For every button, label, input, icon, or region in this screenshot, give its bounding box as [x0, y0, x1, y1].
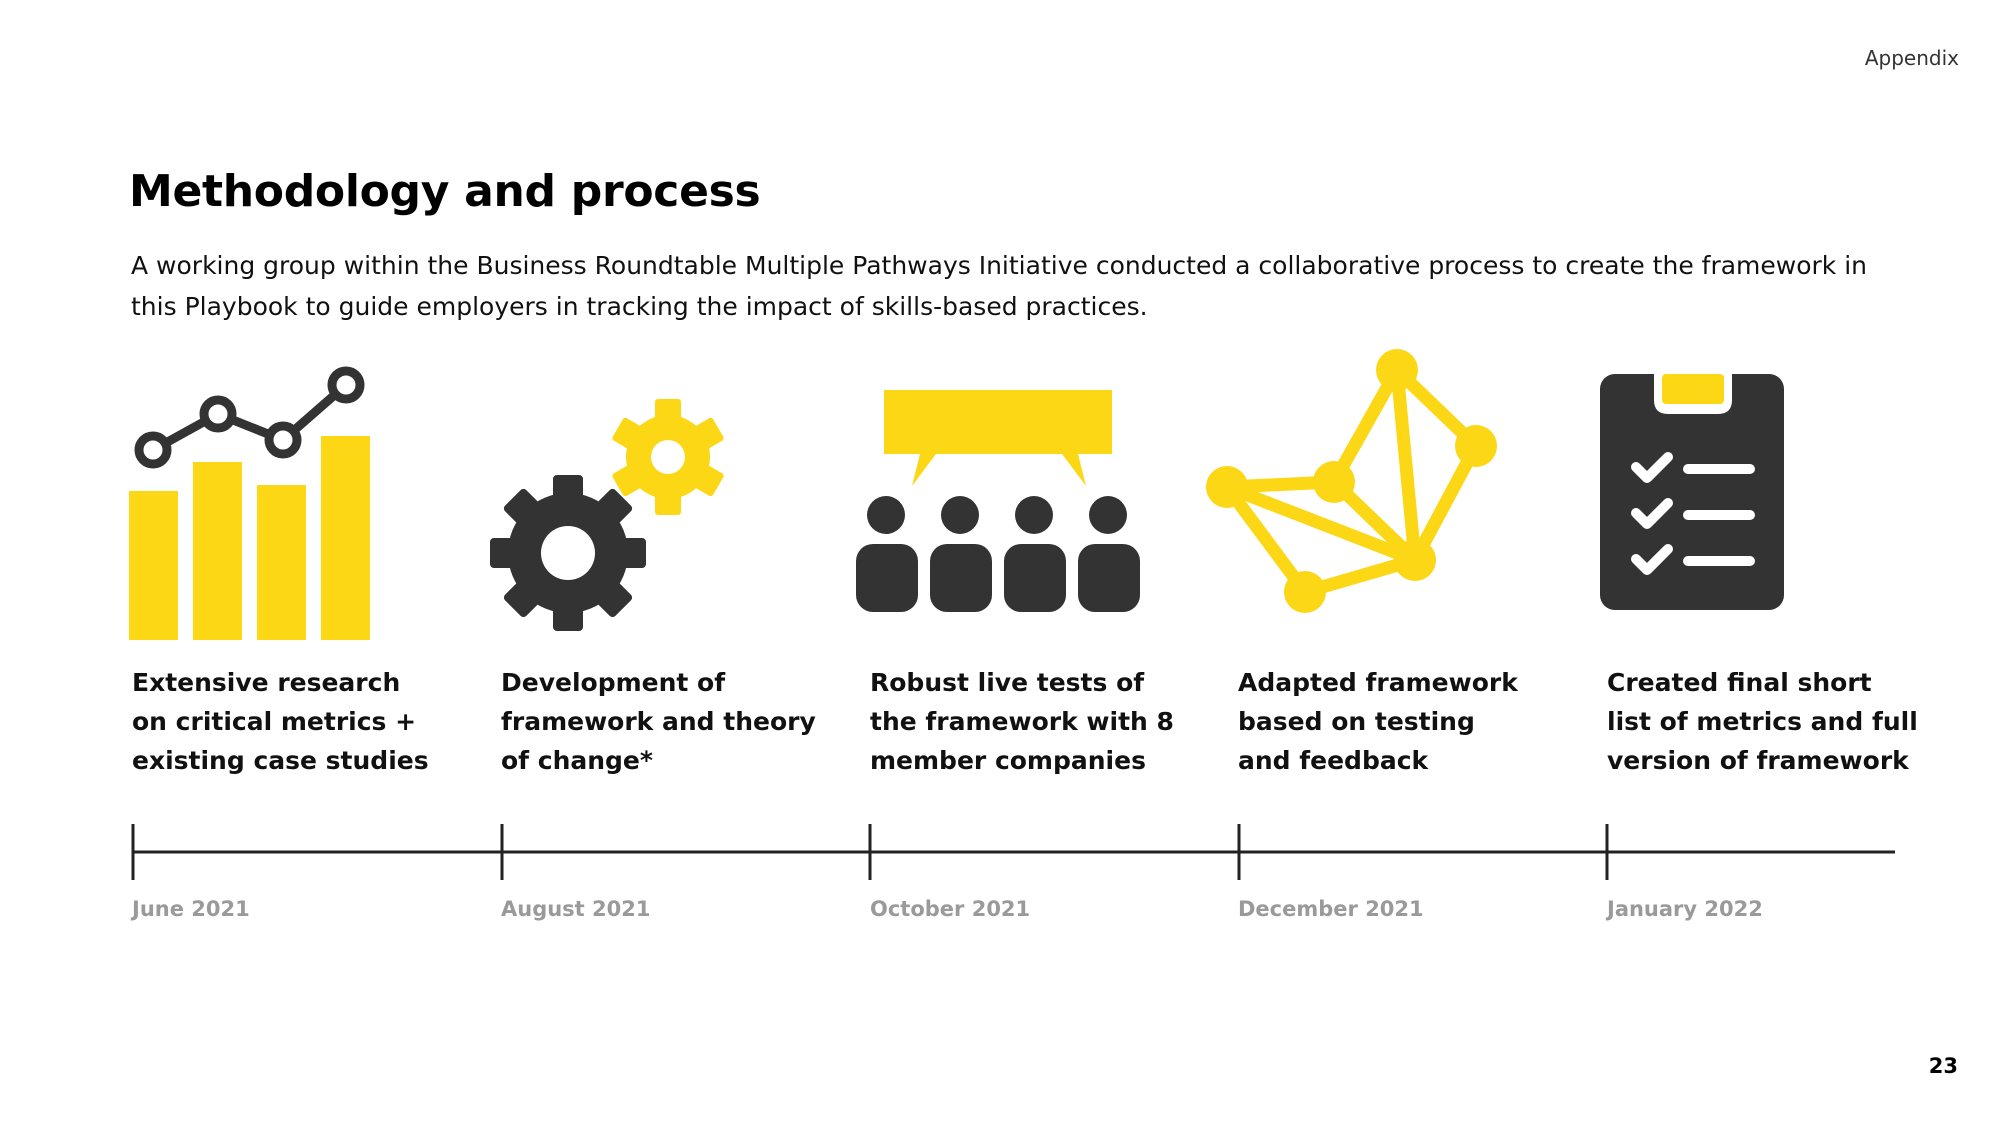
date-label-4: December 2021 [1238, 897, 1424, 921]
step-5-line-3: version of framework [1607, 746, 1909, 775]
step-2-line-2: framework and theory [501, 707, 816, 736]
chart-growth-icon [129, 366, 370, 640]
step-3-description: Robust live tests of the framework with … [870, 663, 1200, 780]
clipboard-checklist-icon [1600, 374, 1784, 610]
step-4-description: Adapted framework based on testing and f… [1238, 663, 1568, 780]
network-icon [1206, 349, 1497, 613]
step-5-description: Created final short list of metrics and … [1607, 663, 1937, 780]
step-4-line-2: based on testing [1238, 707, 1475, 736]
date-label-5: January 2022 [1607, 897, 1763, 921]
date-label-1: June 2021 [132, 897, 250, 921]
date-label-2: August 2021 [501, 897, 651, 921]
step-2-line-3: of change* [501, 746, 653, 775]
step-3-line-1: Robust live tests of [870, 668, 1145, 697]
step-1-line-3: existing case studies [132, 746, 429, 775]
page-number: 23 [1928, 1054, 1958, 1078]
date-label-3: October 2021 [870, 897, 1031, 921]
step-4-line-3: and feedback [1238, 746, 1429, 775]
step-1-description: Extensive research on critical metrics +… [132, 663, 462, 780]
page-title: Methodology and process [129, 166, 761, 217]
section-label: Appendix [1864, 46, 1959, 70]
step-2-line-1: Development of [501, 668, 726, 697]
step-1-line-1: Extensive research [132, 668, 401, 697]
gears-icon [490, 399, 724, 631]
intro-paragraph: A working group within the Business Roun… [131, 251, 1868, 321]
step-1-line-2: on critical metrics + [132, 707, 417, 736]
step-4-line-1: Adapted framework [1238, 668, 1518, 697]
step-3-line-2: the framework with 8 [870, 707, 1174, 736]
step-5-line-2: list of metrics and full [1607, 707, 1918, 736]
group-discussion-icon [856, 390, 1140, 612]
step-2-description: Development of framework and theory of c… [501, 663, 831, 780]
step-3-line-3: member companies [870, 746, 1146, 775]
step-5-line-1: Created final short [1607, 668, 1872, 697]
